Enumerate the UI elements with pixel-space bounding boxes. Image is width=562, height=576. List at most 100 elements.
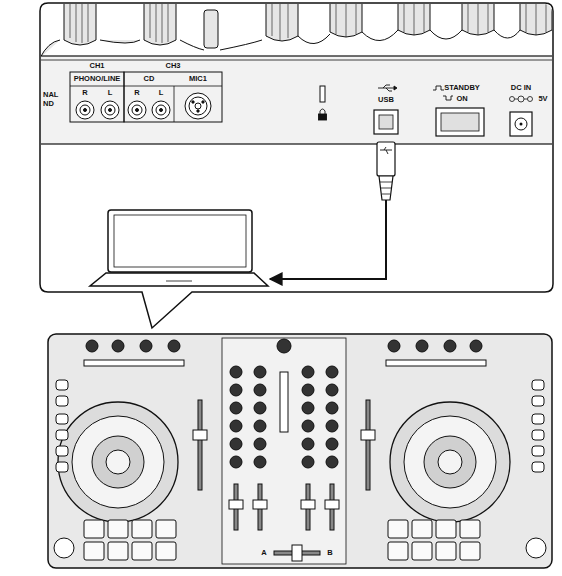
side-button — [56, 430, 68, 440]
mixer-knob — [230, 438, 242, 450]
panel-label: R — [82, 89, 87, 97]
panel-label: R — [134, 89, 139, 97]
mixer-knob — [254, 420, 266, 432]
rca-jacks — [76, 101, 170, 119]
drawing-part — [319, 114, 327, 120]
performance-pad — [132, 542, 152, 560]
performance-pad — [460, 520, 480, 538]
drawing-part — [128, 101, 146, 119]
rear-panel — [41, 4, 552, 144]
performance-pad — [108, 542, 128, 560]
switch-rocker — [441, 113, 479, 131]
mixer-knob — [326, 366, 338, 378]
panel-label: CD — [144, 75, 155, 83]
fx-knob — [86, 340, 98, 352]
mixer-knob — [302, 402, 314, 414]
drawing-part — [515, 99, 519, 100]
mixer-knob — [230, 420, 242, 432]
security-slot — [320, 86, 325, 102]
side-button — [532, 430, 544, 440]
input-group-box — [70, 72, 124, 122]
drawing-part — [132, 105, 142, 115]
mixer-knob — [302, 384, 314, 396]
panel-label: PHONO/LINE — [74, 75, 121, 83]
drawing-part — [195, 103, 201, 109]
jog-ring — [92, 436, 144, 488]
lock-icon — [319, 109, 327, 120]
panel-label: A — [261, 549, 266, 557]
input-group-box — [124, 72, 222, 122]
drawing-part — [90, 273, 268, 286]
side-button — [56, 414, 68, 424]
side-button — [56, 462, 68, 472]
drawing-part — [101, 101, 119, 119]
dj-controller — [48, 334, 552, 568]
panel-label: CH1 — [89, 62, 104, 70]
standby-symbol — [433, 86, 444, 90]
group-divider — [174, 86, 175, 122]
group-header-line — [124, 86, 222, 87]
mixer-knob — [230, 456, 242, 468]
fx-knob — [112, 340, 124, 352]
mixer-knob — [230, 402, 242, 414]
dc-jack-pin — [520, 123, 523, 126]
inset-frame — [40, 3, 553, 328]
polarity-symbol — [510, 96, 533, 102]
performance-pad — [132, 520, 152, 538]
mixer-knob — [326, 402, 338, 414]
drawing-part — [510, 97, 515, 102]
drawing-part — [160, 109, 163, 112]
performance-pad — [84, 542, 104, 560]
drawing-part — [266, 4, 298, 41]
drawing-part — [105, 105, 115, 115]
drawing-part — [64, 4, 96, 45]
mixer-knob — [254, 366, 266, 378]
mixer-knob — [326, 438, 338, 450]
drawing-part — [109, 109, 112, 112]
performance-pad — [436, 520, 456, 538]
performance-pad — [156, 542, 176, 560]
mixer-knob — [230, 384, 242, 396]
mixer-knob — [254, 456, 266, 468]
panel-label: ON — [456, 95, 467, 103]
group-header-line — [70, 86, 124, 87]
drawing-part — [76, 101, 94, 119]
channel-fader-cap — [325, 500, 339, 509]
jog-wheel — [58, 402, 178, 522]
panel-label: L — [108, 89, 113, 97]
drawing-part — [298, 30, 520, 44]
mixer-knob — [302, 438, 314, 450]
crossfader-cap — [292, 545, 302, 561]
fx-knob — [388, 340, 400, 352]
drawing-part — [84, 109, 87, 112]
pitch-fader-slot — [198, 400, 202, 490]
fx-knob — [168, 340, 180, 352]
fx-knob — [444, 340, 456, 352]
mixer-knob — [326, 420, 338, 432]
drawing-part — [380, 182, 392, 194]
drawing-part — [394, 86, 397, 90]
channel-fader-cap — [301, 500, 315, 509]
side-button — [532, 380, 544, 390]
pitch-fader-cap — [193, 430, 207, 440]
drawing-part — [524, 99, 528, 100]
drawing-part — [378, 85, 394, 91]
drawing-part — [222, 338, 346, 564]
mixer-knob — [254, 402, 266, 414]
mixer-knob — [326, 384, 338, 396]
performance-pad — [460, 542, 480, 560]
drawing-part — [202, 101, 204, 103]
panel-label: 5V — [538, 95, 547, 103]
performance-pad — [108, 520, 128, 538]
plate-edge — [41, 60, 552, 61]
usb-cable — [270, 142, 395, 279]
drawing-part — [192, 101, 194, 103]
master-knob — [277, 339, 291, 353]
mixer-knob — [230, 366, 242, 378]
drawing-part — [380, 147, 392, 154]
mixer-knob — [302, 420, 314, 432]
mixer-knob — [302, 456, 314, 468]
drawing-part — [152, 101, 170, 119]
drawing-part — [528, 97, 533, 102]
